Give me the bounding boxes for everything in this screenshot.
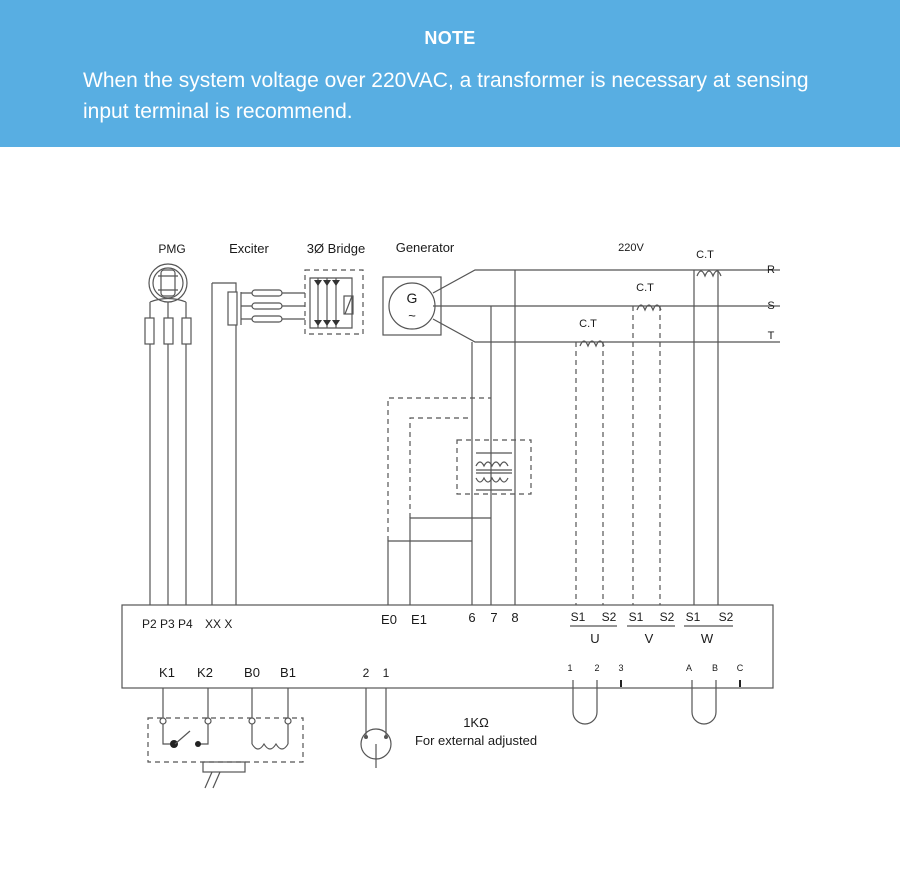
ct-terminal-1: 1 xyxy=(567,663,572,673)
terminal-xx-x: XX X xyxy=(205,617,232,631)
note-banner: NOTE When the system voltage over 220VAC… xyxy=(0,0,900,147)
ct-t: C.T xyxy=(575,318,605,605)
potentiometer xyxy=(360,688,392,768)
pmg-coil-p4 xyxy=(181,317,192,345)
terminal-7: 7 xyxy=(490,610,497,625)
pmg-label: PMG xyxy=(158,242,185,256)
terminal-1: 1 xyxy=(383,666,390,680)
ct-terminal-3: 3 xyxy=(618,663,623,673)
generator-ac-symbol: ~ xyxy=(408,308,416,323)
controller-block xyxy=(121,604,774,689)
terminal-w-s2: S2 xyxy=(719,610,734,624)
terminal-w-s1: S1 xyxy=(686,610,701,624)
bridge-label: 3Ø Bridge xyxy=(307,241,366,256)
ct-r: C.T xyxy=(693,249,722,605)
terminal-k1: K1 xyxy=(159,665,175,680)
terminal-6: 6 xyxy=(468,610,475,625)
group-w-label: W xyxy=(701,631,714,646)
pot-note: For external adjusted xyxy=(415,733,537,748)
pot-value: 1KΩ xyxy=(463,715,489,730)
group-u-label: U xyxy=(590,631,599,646)
terminal-k2: K2 xyxy=(197,665,213,680)
voltage-label: 220V xyxy=(618,242,644,254)
ct-terminal-c: C xyxy=(737,663,744,673)
bridge-symbol xyxy=(282,269,364,335)
svg-text:C.T: C.T xyxy=(696,249,714,261)
terminal-e0: E0 xyxy=(381,612,397,627)
phase-s-label: S xyxy=(767,300,774,312)
note-text: When the system voltage over 220VAC, a t… xyxy=(83,69,809,123)
ct-loop-abc xyxy=(691,680,717,725)
ct-terminal-2: 2 xyxy=(594,663,599,673)
svg-text:C.T: C.T xyxy=(636,282,654,294)
pmg-symbol xyxy=(144,263,192,605)
ct-terminal-a: A xyxy=(686,663,692,673)
terminal-2: 2 xyxy=(363,666,370,680)
group-v-label: V xyxy=(645,631,654,646)
pmg-coil-p2 xyxy=(144,317,155,345)
terminal-u-s1: S1 xyxy=(571,610,586,624)
svg-text:C.T: C.T xyxy=(579,318,597,330)
ct-terminal-b: B xyxy=(712,663,718,673)
relay-circuit xyxy=(147,688,304,789)
phase-t-label: T xyxy=(768,330,775,342)
terminal-e1: E1 xyxy=(411,612,427,627)
exciter-label: Exciter xyxy=(229,241,269,256)
exciter-symbol xyxy=(211,282,283,605)
phase-r-label: R xyxy=(767,264,775,276)
terminal-v-s1: S1 xyxy=(629,610,644,624)
sensing-transformer xyxy=(456,439,532,495)
terminal-b1: B1 xyxy=(280,665,296,680)
generator-symbol: G ~ xyxy=(382,269,780,343)
sensing-wires xyxy=(471,270,516,605)
terminal-8: 8 xyxy=(511,610,518,625)
terminal-v-s2: S2 xyxy=(660,610,675,624)
ct-s: C.T xyxy=(632,282,662,605)
generator-g-label: G xyxy=(407,290,418,306)
ct-loop-123 xyxy=(572,680,598,725)
terminal-p2p3p4: P2 P3 P4 xyxy=(142,617,193,631)
terminal-b0: B0 xyxy=(244,665,260,680)
terminal-u-s2: S2 xyxy=(602,610,617,624)
note-title: NOTE xyxy=(424,28,476,48)
pmg-coil-p3 xyxy=(163,317,174,345)
generator-label: Generator xyxy=(396,240,455,255)
